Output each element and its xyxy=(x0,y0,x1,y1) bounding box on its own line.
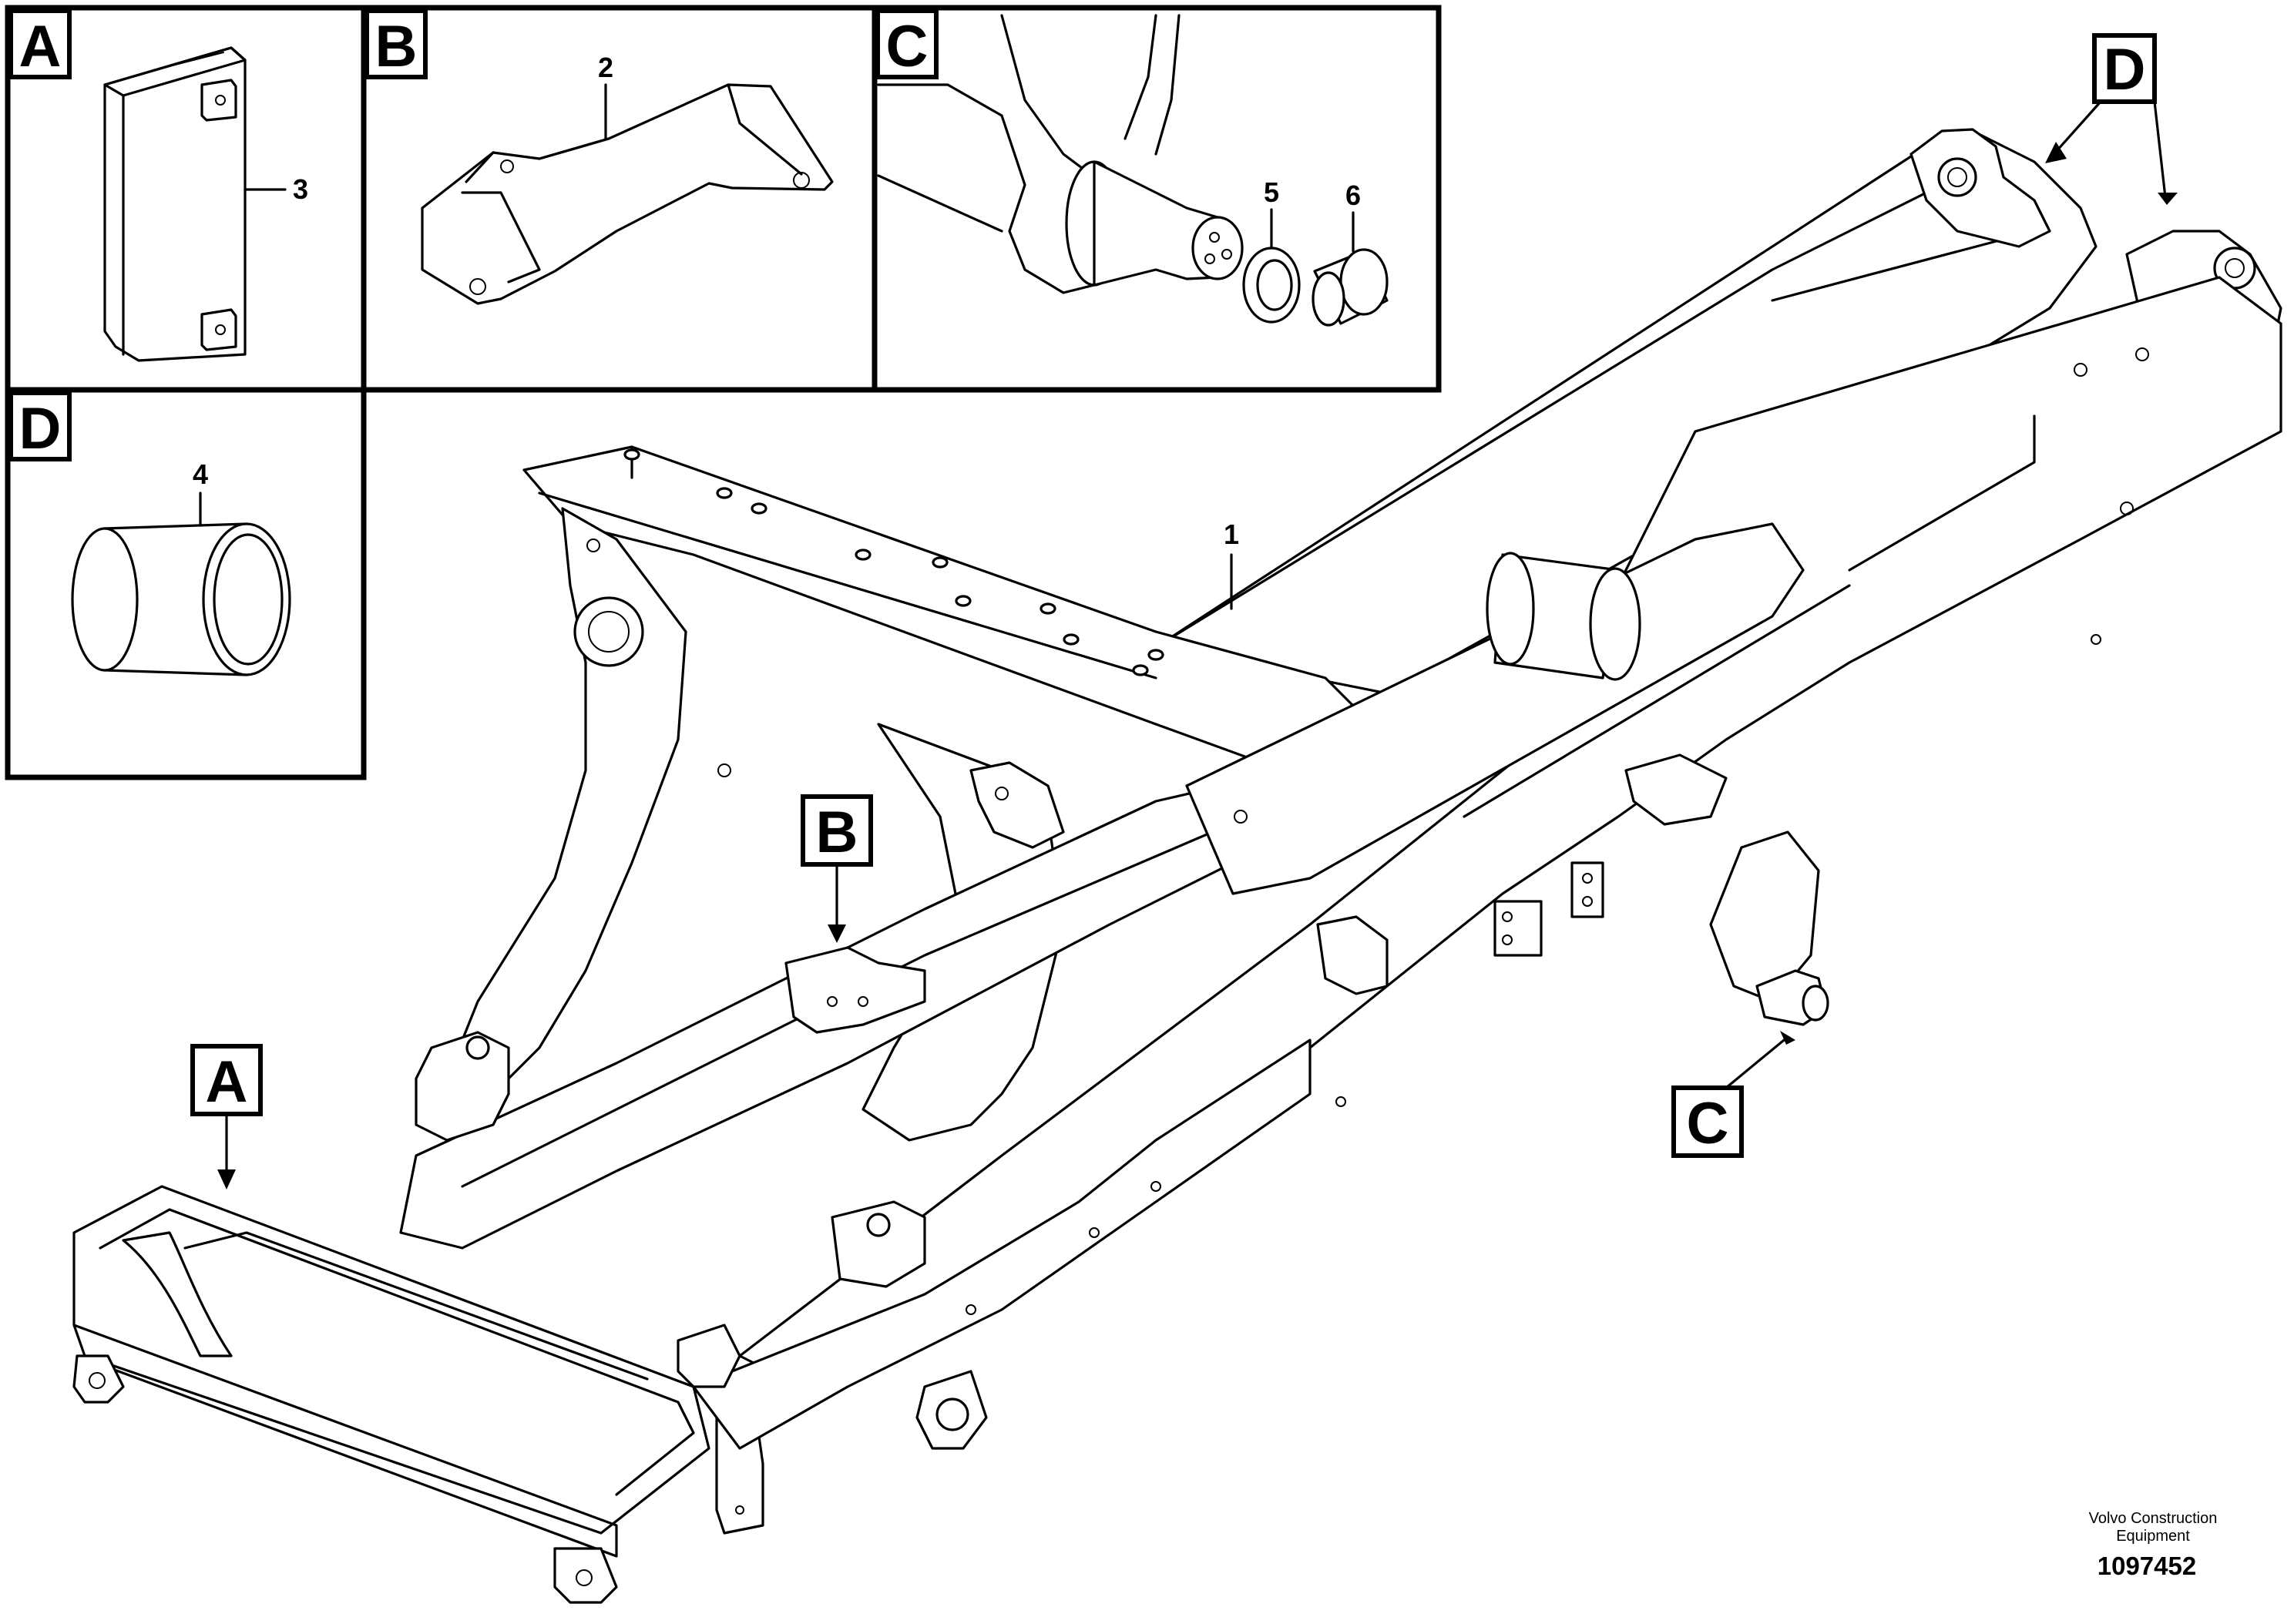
callout-c-label: C xyxy=(1687,1091,1729,1156)
part-number-6: 6 xyxy=(1345,180,1361,211)
part-number-3: 3 xyxy=(293,173,308,205)
callout-a: A xyxy=(190,1044,263,1189)
callout-c: C xyxy=(1671,1031,1795,1158)
detail-label-b: B xyxy=(375,14,418,79)
callout-b: B xyxy=(801,794,873,943)
detail-label-d-box xyxy=(8,391,72,461)
cross-tube xyxy=(1486,552,1641,681)
detail-label-a-box xyxy=(8,8,72,79)
callout-b-label: B xyxy=(816,800,858,865)
document-number: 1097452 xyxy=(2098,1552,2196,1580)
callout-d-label: D xyxy=(2104,37,2146,102)
bushing-part-6 xyxy=(1312,248,1389,327)
frame-holes xyxy=(586,347,2149,1315)
detail-label-b-box xyxy=(364,8,428,79)
main-frame-assembly xyxy=(72,128,2282,1604)
detail-label-d: D xyxy=(19,396,62,461)
detail-label-c-box xyxy=(875,8,939,79)
detail-panel-b: B 2 xyxy=(361,5,878,393)
brand-line-1: Volvo Construction xyxy=(2089,1510,2218,1527)
spindle-assembly xyxy=(877,14,1244,294)
seal-ring-part-5 xyxy=(1242,247,1301,324)
part-number-4: 4 xyxy=(193,458,208,490)
bolt-studs xyxy=(623,448,1164,676)
callout-d: D xyxy=(2045,33,2178,205)
footer-brand: Volvo Construction Equipment 1097452 xyxy=(2089,1510,2218,1580)
part-number-2: 2 xyxy=(598,52,613,83)
detail-panel-c: C 5 6 xyxy=(872,5,1442,393)
detail-label-c: C xyxy=(886,14,929,79)
part-number-5: 5 xyxy=(1264,176,1279,208)
callout-a-label: A xyxy=(206,1049,248,1115)
part-number-1: 1 xyxy=(1224,518,1239,550)
sleeve-part-4 xyxy=(71,522,291,676)
detail-label-a: A xyxy=(19,14,62,79)
bracket-part-2 xyxy=(421,83,834,305)
bracket-part-3 xyxy=(103,46,247,362)
brand-line-2: Equipment xyxy=(2116,1528,2190,1545)
detail-panel-d: D 4 xyxy=(5,387,367,780)
detail-panel-a: A 3 xyxy=(5,5,367,393)
